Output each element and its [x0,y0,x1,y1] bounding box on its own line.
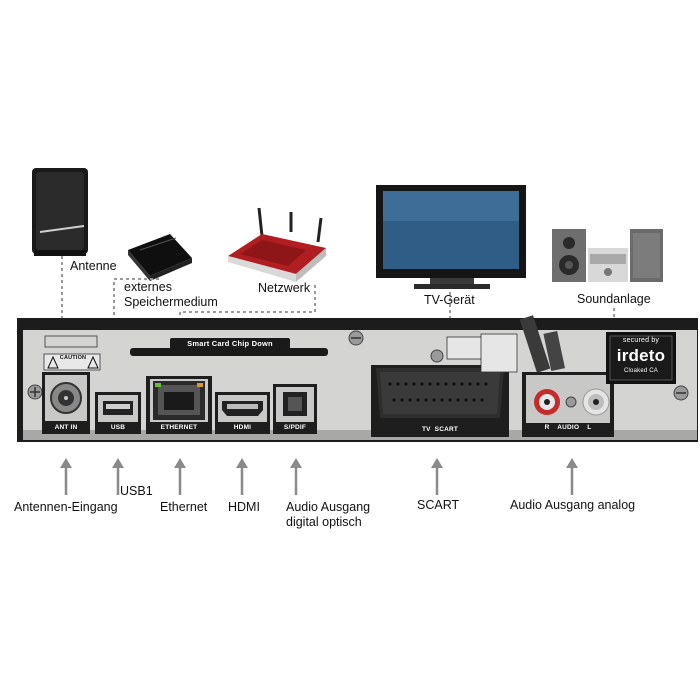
sound-device [552,229,663,282]
receiver-back-panel [17,315,698,442]
label-ethernet: Ethernet [160,500,208,514]
storage-label: externes Speichermedium [124,280,218,309]
label-antenna-in: Antennen-Eingang [14,500,118,514]
port-arrows [60,458,578,495]
port-hdmi: HDMI [233,424,252,431]
label-spdif: Audio Ausgang digital optisch [286,500,371,529]
tv-device [376,185,526,289]
antenna-device [32,168,88,256]
tv-label: TV-Gerät [424,293,475,307]
sound-label: Soundanlage [577,292,651,306]
port-spdif: S/PDIF [283,424,307,431]
badge-sub: Cloaked CA [623,368,658,374]
label-scart: SCART [417,498,460,512]
router-label: Netzwerk [258,281,311,295]
router-device [228,207,326,282]
smartcard-label: Smart Card Chip Down [187,339,273,348]
label-hdmi: HDMI [228,500,260,514]
caution-label: CAUTION [59,355,87,361]
badge-brand: irdeto [616,346,666,365]
port-usb: USB [110,424,126,431]
storage-device [128,234,192,281]
port-scart: TV SCART [421,426,459,433]
port-ant-in: ANT IN [54,424,78,431]
port-ethernet: ETHERNET [160,424,198,431]
badge-secured: secured by [622,337,660,344]
label-usb1: USB1 [120,484,153,498]
port-audio: R AUDIO L [544,424,592,431]
label-audio-analog: Audio Ausgang analog [510,498,636,512]
antenna-label: Antenne [70,259,117,273]
